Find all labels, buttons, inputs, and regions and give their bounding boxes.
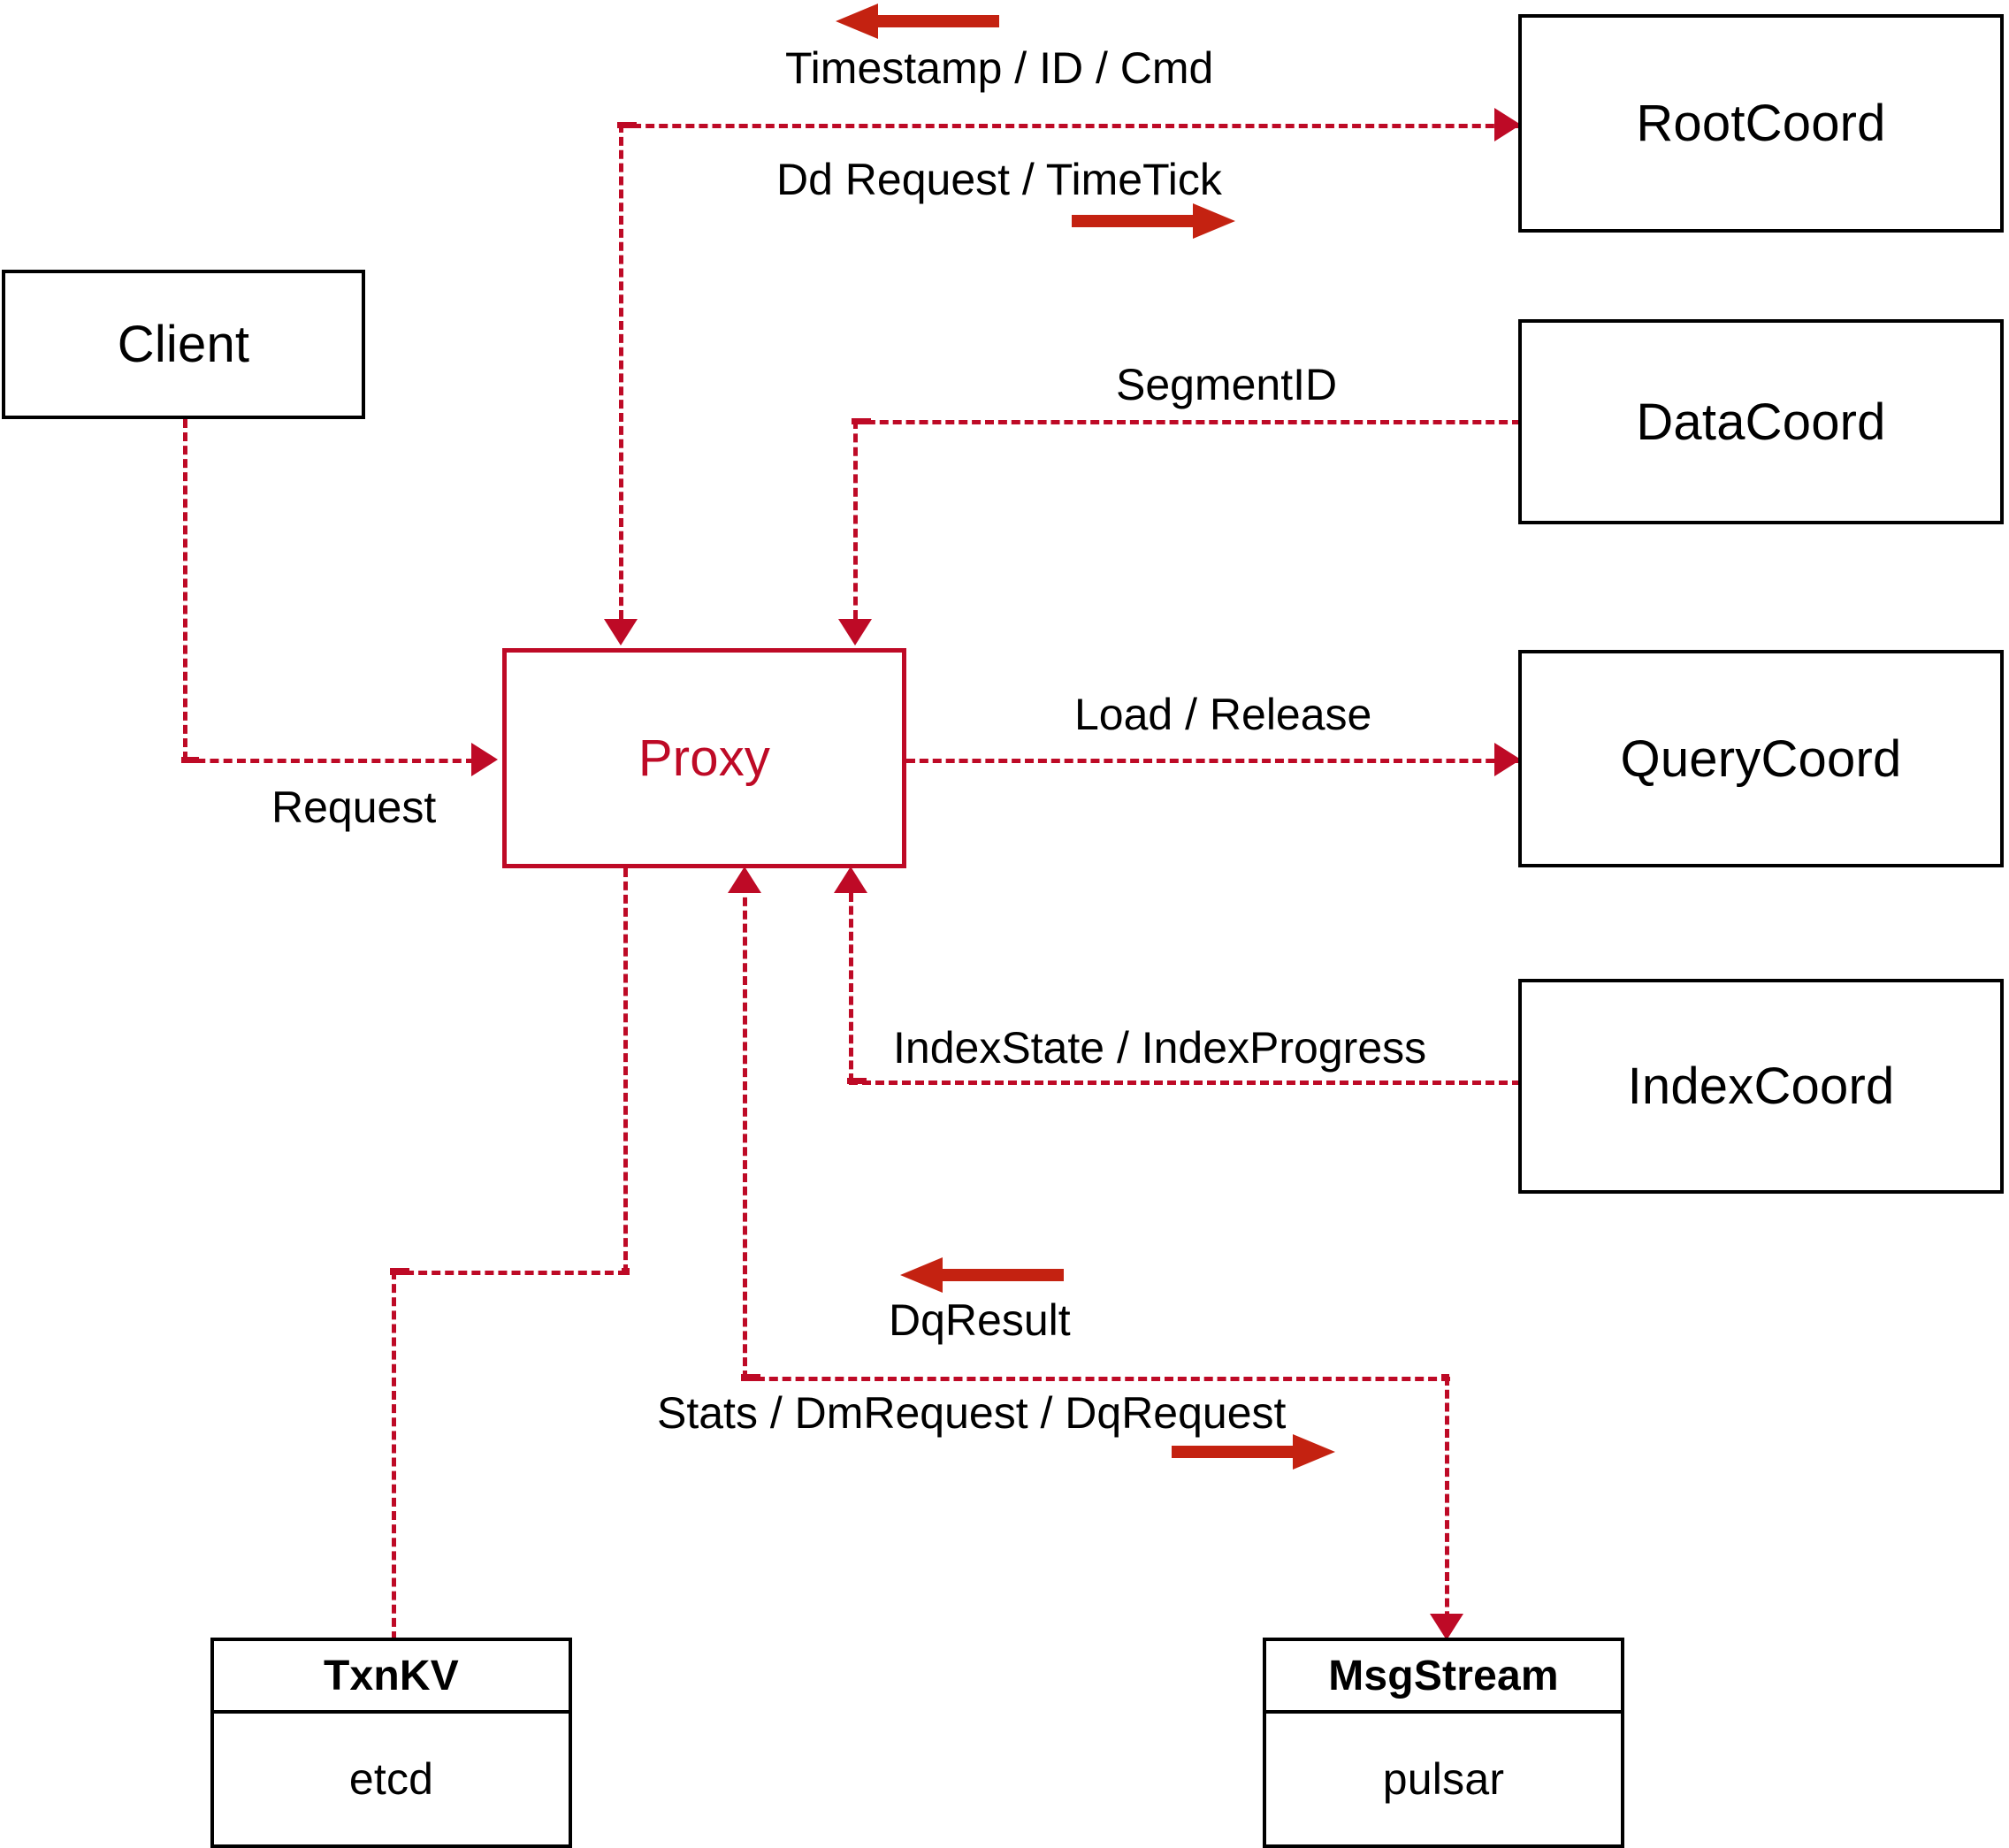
node-txnkv-header-label: TxnKV (323, 1652, 459, 1699)
edge-client-proxy-vertical (183, 419, 187, 760)
edge-indexcoord-proxy-corner (847, 1078, 867, 1084)
edge-label-indexstate-indexprogress: IndexState / IndexProgress (893, 1023, 1427, 1073)
edge-client-proxy-corner (181, 757, 199, 763)
edge-msgstream-proxy-vertical (743, 884, 747, 1379)
edge-proxy-msgstream-corner (1441, 1374, 1449, 1381)
edge-rootcoord-proxy-corner (617, 122, 637, 128)
edge-proxy-txnkv-vertical-lower (392, 1271, 396, 1640)
edge-label-load-release: Load / Release (1074, 690, 1372, 739)
edge-indexcoord-proxy-vertical (849, 893, 853, 1082)
edge-proxy-txnkv-vertical-upper (623, 868, 628, 1273)
node-proxy-label: Proxy (638, 729, 771, 787)
edge-msgstream-proxy-arrowhead (728, 867, 761, 893)
edge-label-request: Request (271, 783, 437, 832)
edge-indexcoord-proxy-horizontal (849, 1081, 1521, 1085)
node-querycoord-label: QueryCoord (1620, 729, 1902, 788)
node-proxy[interactable]: Proxy (502, 648, 906, 868)
node-txnkv-header: TxnKV (214, 1641, 569, 1714)
direction-arrow-right-dqrequest (1172, 1432, 1335, 1472)
edge-rootcoord-proxy-vertical (619, 124, 623, 619)
node-rootcoord-label: RootCoord (1636, 95, 1886, 152)
edge-client-proxy-horizontal (183, 759, 475, 763)
edge-rootcoord-proxy-horizontal (619, 124, 1521, 128)
node-msgstream-header: MsgStream (1266, 1641, 1621, 1714)
edge-msgstream-proxy-horizontal (743, 1377, 1450, 1381)
node-datacoord-label: DataCoord (1636, 393, 1886, 451)
node-indexcoord-label: IndexCoord (1627, 1058, 1895, 1115)
node-datacoord[interactable]: DataCoord (1518, 319, 2004, 524)
node-msgstream-header-label: MsgStream (1328, 1652, 1559, 1699)
edge-datacoord-proxy-corner (852, 418, 871, 424)
node-txnkv-body: etcd (214, 1714, 569, 1844)
node-indexcoord[interactable]: IndexCoord (1518, 979, 2004, 1194)
node-msgstream-body: pulsar (1266, 1714, 1621, 1844)
node-client-label: Client (117, 316, 250, 373)
edge-proxy-msgstream-vertical (1445, 1377, 1449, 1633)
edge-rootcoord-proxy-arrowhead-down (604, 619, 638, 645)
edge-proxy-msgstream-arrowhead (1430, 1614, 1463, 1640)
direction-arrow-left-dqresult (900, 1256, 1064, 1295)
edge-rootcoord-proxy-arrowhead (1494, 108, 1521, 141)
edge-label-dd-request-timetick: Dd Request / TimeTick (776, 155, 1222, 204)
direction-arrow-right-ddrequest (1072, 202, 1235, 241)
node-txnkv-body-label: etcd (348, 1754, 434, 1804)
edge-msgstream-proxy-corner (741, 1374, 760, 1381)
node-client[interactable]: Client (2, 270, 365, 419)
node-txnkv[interactable]: TxnKV etcd (210, 1638, 572, 1848)
edge-proxy-querycoord-arrowhead (1494, 743, 1521, 776)
edge-proxy-txnkv-corner-left (390, 1268, 409, 1275)
edge-client-proxy-arrowhead (471, 743, 498, 776)
edge-label-stats-dmrequest-dqrequest: Stats / DmRequest / DqRequest (657, 1388, 1287, 1438)
edge-label-segmentid: SegmentID (1116, 360, 1338, 409)
edge-proxy-txnkv-horizontal (392, 1271, 627, 1275)
edge-datacoord-proxy-horizontal (853, 420, 1521, 424)
node-msgstream-body-label: pulsar (1382, 1754, 1505, 1804)
edge-datacoord-proxy-arrowhead (838, 619, 872, 645)
edge-label-dqresult: DqResult (889, 1295, 1071, 1345)
edge-proxy-querycoord-horizontal (906, 759, 1521, 763)
node-rootcoord[interactable]: RootCoord (1518, 14, 2004, 233)
edge-proxy-txnkv-corner-right (622, 1268, 630, 1275)
node-msgstream[interactable]: MsgStream pulsar (1263, 1638, 1624, 1848)
node-querycoord[interactable]: QueryCoord (1518, 650, 2004, 867)
edge-indexcoord-proxy-arrowhead (834, 867, 867, 893)
edge-datacoord-proxy-vertical (853, 420, 858, 619)
direction-arrow-left-timestamp (836, 2, 999, 42)
edge-label-timestamp-id-cmd: Timestamp / ID / Cmd (785, 43, 1214, 93)
